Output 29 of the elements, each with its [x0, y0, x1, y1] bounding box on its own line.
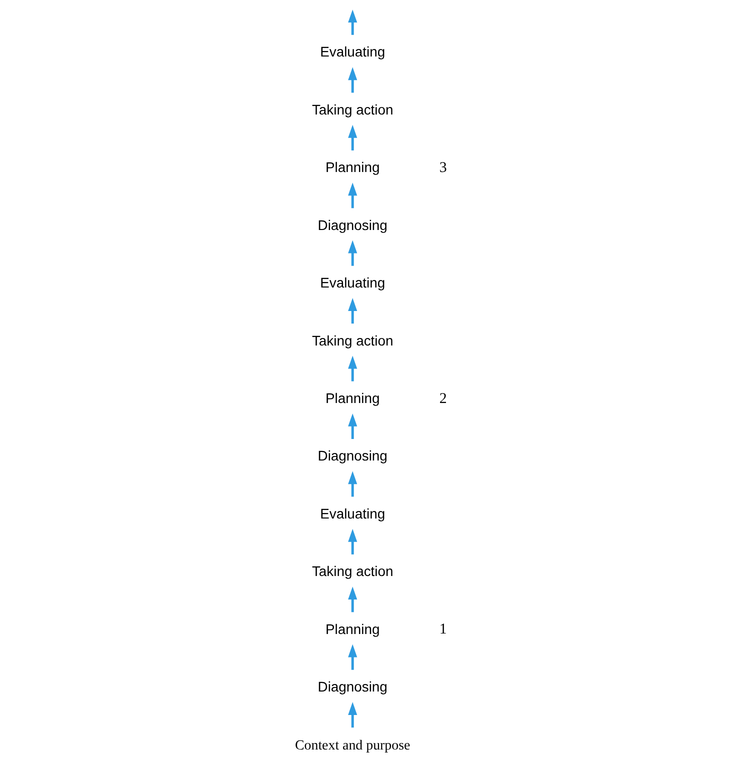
node-text: Planning: [326, 159, 380, 176]
arrow: [348, 10, 358, 35]
arrow: [348, 702, 358, 728]
node-text: Planning: [326, 390, 380, 406]
arrow: [348, 240, 358, 266]
label: 3: [439, 160, 447, 176]
label: 1: [439, 622, 447, 638]
node-text: Diagnosing: [318, 678, 388, 695]
label: 2: [439, 390, 447, 407]
node-text: Diagnosing: [318, 216, 388, 233]
arrow: [348, 644, 358, 670]
arrow: [348, 298, 358, 324]
node-text: Taking action: [312, 563, 394, 580]
arrow: [348, 182, 358, 208]
node-text: Taking action: [312, 332, 394, 348]
node-text: Evaluating: [320, 505, 386, 522]
node-text: Evaluating: [320, 274, 386, 291]
arrow: [348, 586, 358, 612]
node-text: Evaluating: [320, 44, 386, 60]
node-text: Planning: [326, 620, 380, 637]
arrow: [348, 413, 358, 439]
arrow: [348, 528, 358, 554]
arrow: [348, 67, 358, 93]
node-text: Context and purpose: [294, 738, 410, 754]
arrow: [348, 356, 358, 382]
node-text: Taking action: [312, 101, 394, 118]
arrow: [348, 124, 358, 150]
arrow: [348, 471, 358, 497]
node-text: Diagnosing: [318, 448, 388, 464]
